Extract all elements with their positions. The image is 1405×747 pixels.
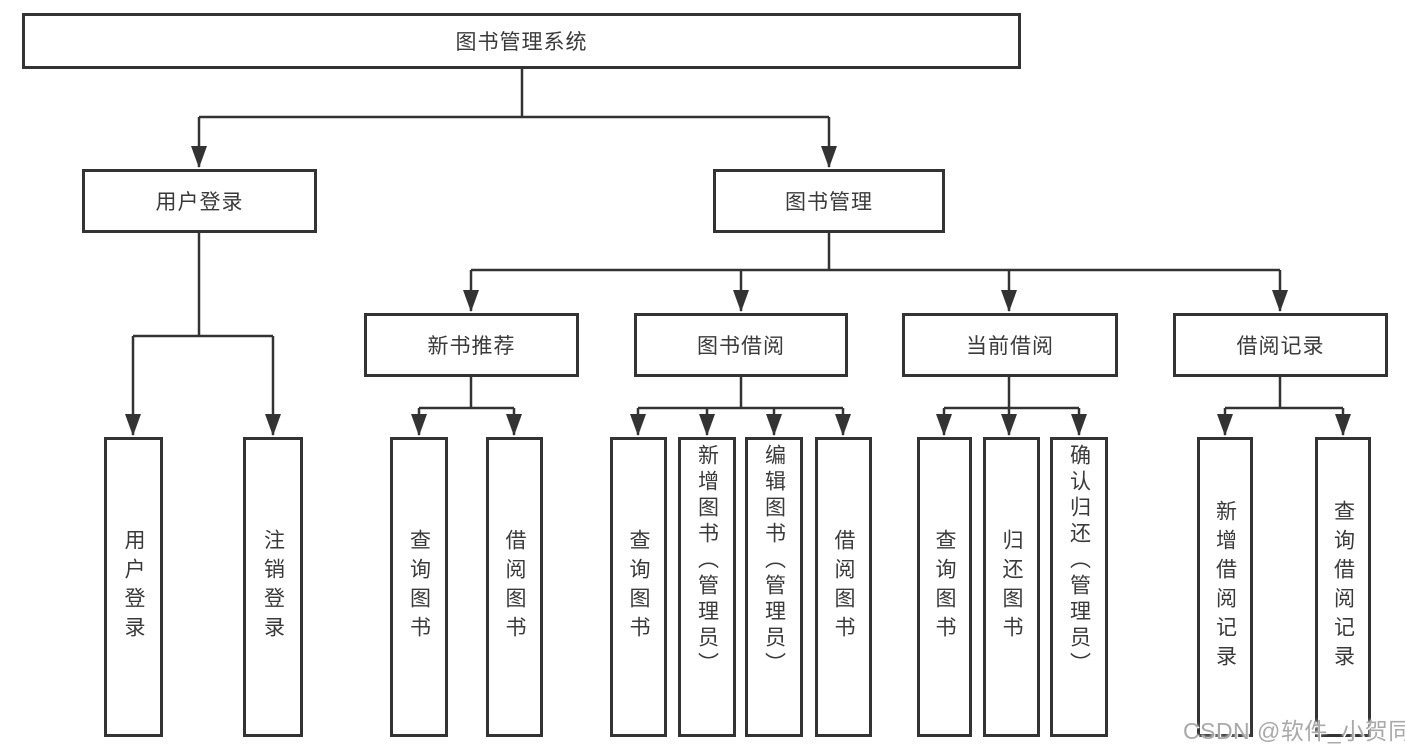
node-book-management: 图书管理 bbox=[713, 169, 945, 233]
leaf-edit-book-admin: 编辑图书（管理员） bbox=[745, 437, 803, 737]
node-label: 用户登录 bbox=[155, 191, 244, 214]
watermark: CSDN @软件_小贺同学 bbox=[1183, 718, 1405, 744]
node-label: 图书管理 bbox=[785, 191, 873, 214]
leaf-borrow-books-recommendation: 借阅图书 bbox=[486, 437, 543, 737]
leaf-label: 注销登录 bbox=[261, 529, 285, 645]
node-label: 图书管理系统 bbox=[455, 31, 588, 54]
leaf-label: 编辑图书（管理员） bbox=[762, 444, 786, 678]
leaf-label: 查询图书 bbox=[407, 529, 431, 645]
leaf-label: 新增图书（管理员） bbox=[695, 444, 719, 678]
node-user-login: 用户登录 bbox=[82, 169, 317, 233]
leaf-query-borrow-record: 查询借阅记录 bbox=[1315, 437, 1371, 737]
leaf-logout: 注销登录 bbox=[243, 437, 303, 737]
leaf-query-books-borrowing: 查询图书 bbox=[610, 437, 667, 737]
leaf-label: 查询图书 bbox=[627, 529, 650, 645]
leaf-query-books-current: 查询图书 bbox=[917, 437, 972, 737]
leaf-label: 借阅图书 bbox=[503, 529, 526, 645]
leaf-user-login: 用户登录 bbox=[104, 437, 163, 737]
leaf-label: 用户登录 bbox=[122, 529, 145, 645]
leaf-query-books-recommendation: 查询图书 bbox=[390, 437, 448, 737]
node-library-management-system: 图书管理系统 bbox=[22, 13, 1021, 69]
leaf-label: 新增借阅记录 bbox=[1213, 500, 1237, 674]
node-label: 当前借阅 bbox=[966, 335, 1054, 358]
node-label: 新书推荐 bbox=[427, 335, 516, 358]
leaf-add-borrow-record: 新增借阅记录 bbox=[1197, 437, 1253, 737]
leaf-label: 查询图书 bbox=[933, 529, 956, 645]
leaf-return-books: 归还图书 bbox=[983, 437, 1040, 737]
leaf-label: 查询借阅记录 bbox=[1331, 500, 1355, 674]
leaf-label: 借阅图书 bbox=[832, 529, 855, 645]
leaf-label: 归还图书 bbox=[1000, 529, 1023, 645]
leaf-borrow-books-borrowing: 借阅图书 bbox=[815, 437, 872, 737]
node-label: 借阅记录 bbox=[1236, 335, 1325, 358]
node-current-borrowing: 当前借阅 bbox=[902, 313, 1118, 377]
node-new-book-recommendation: 新书推荐 bbox=[364, 313, 579, 377]
leaf-confirm-return-admin: 确认归还（管理员） bbox=[1050, 437, 1108, 737]
leaf-label: 确认归还（管理员） bbox=[1067, 444, 1091, 678]
leaf-add-book-admin: 新增图书（管理员） bbox=[678, 437, 736, 737]
node-borrowing-records: 借阅记录 bbox=[1173, 313, 1388, 377]
node-book-borrowing: 图书借阅 bbox=[634, 313, 848, 377]
node-label: 图书借阅 bbox=[697, 335, 785, 358]
